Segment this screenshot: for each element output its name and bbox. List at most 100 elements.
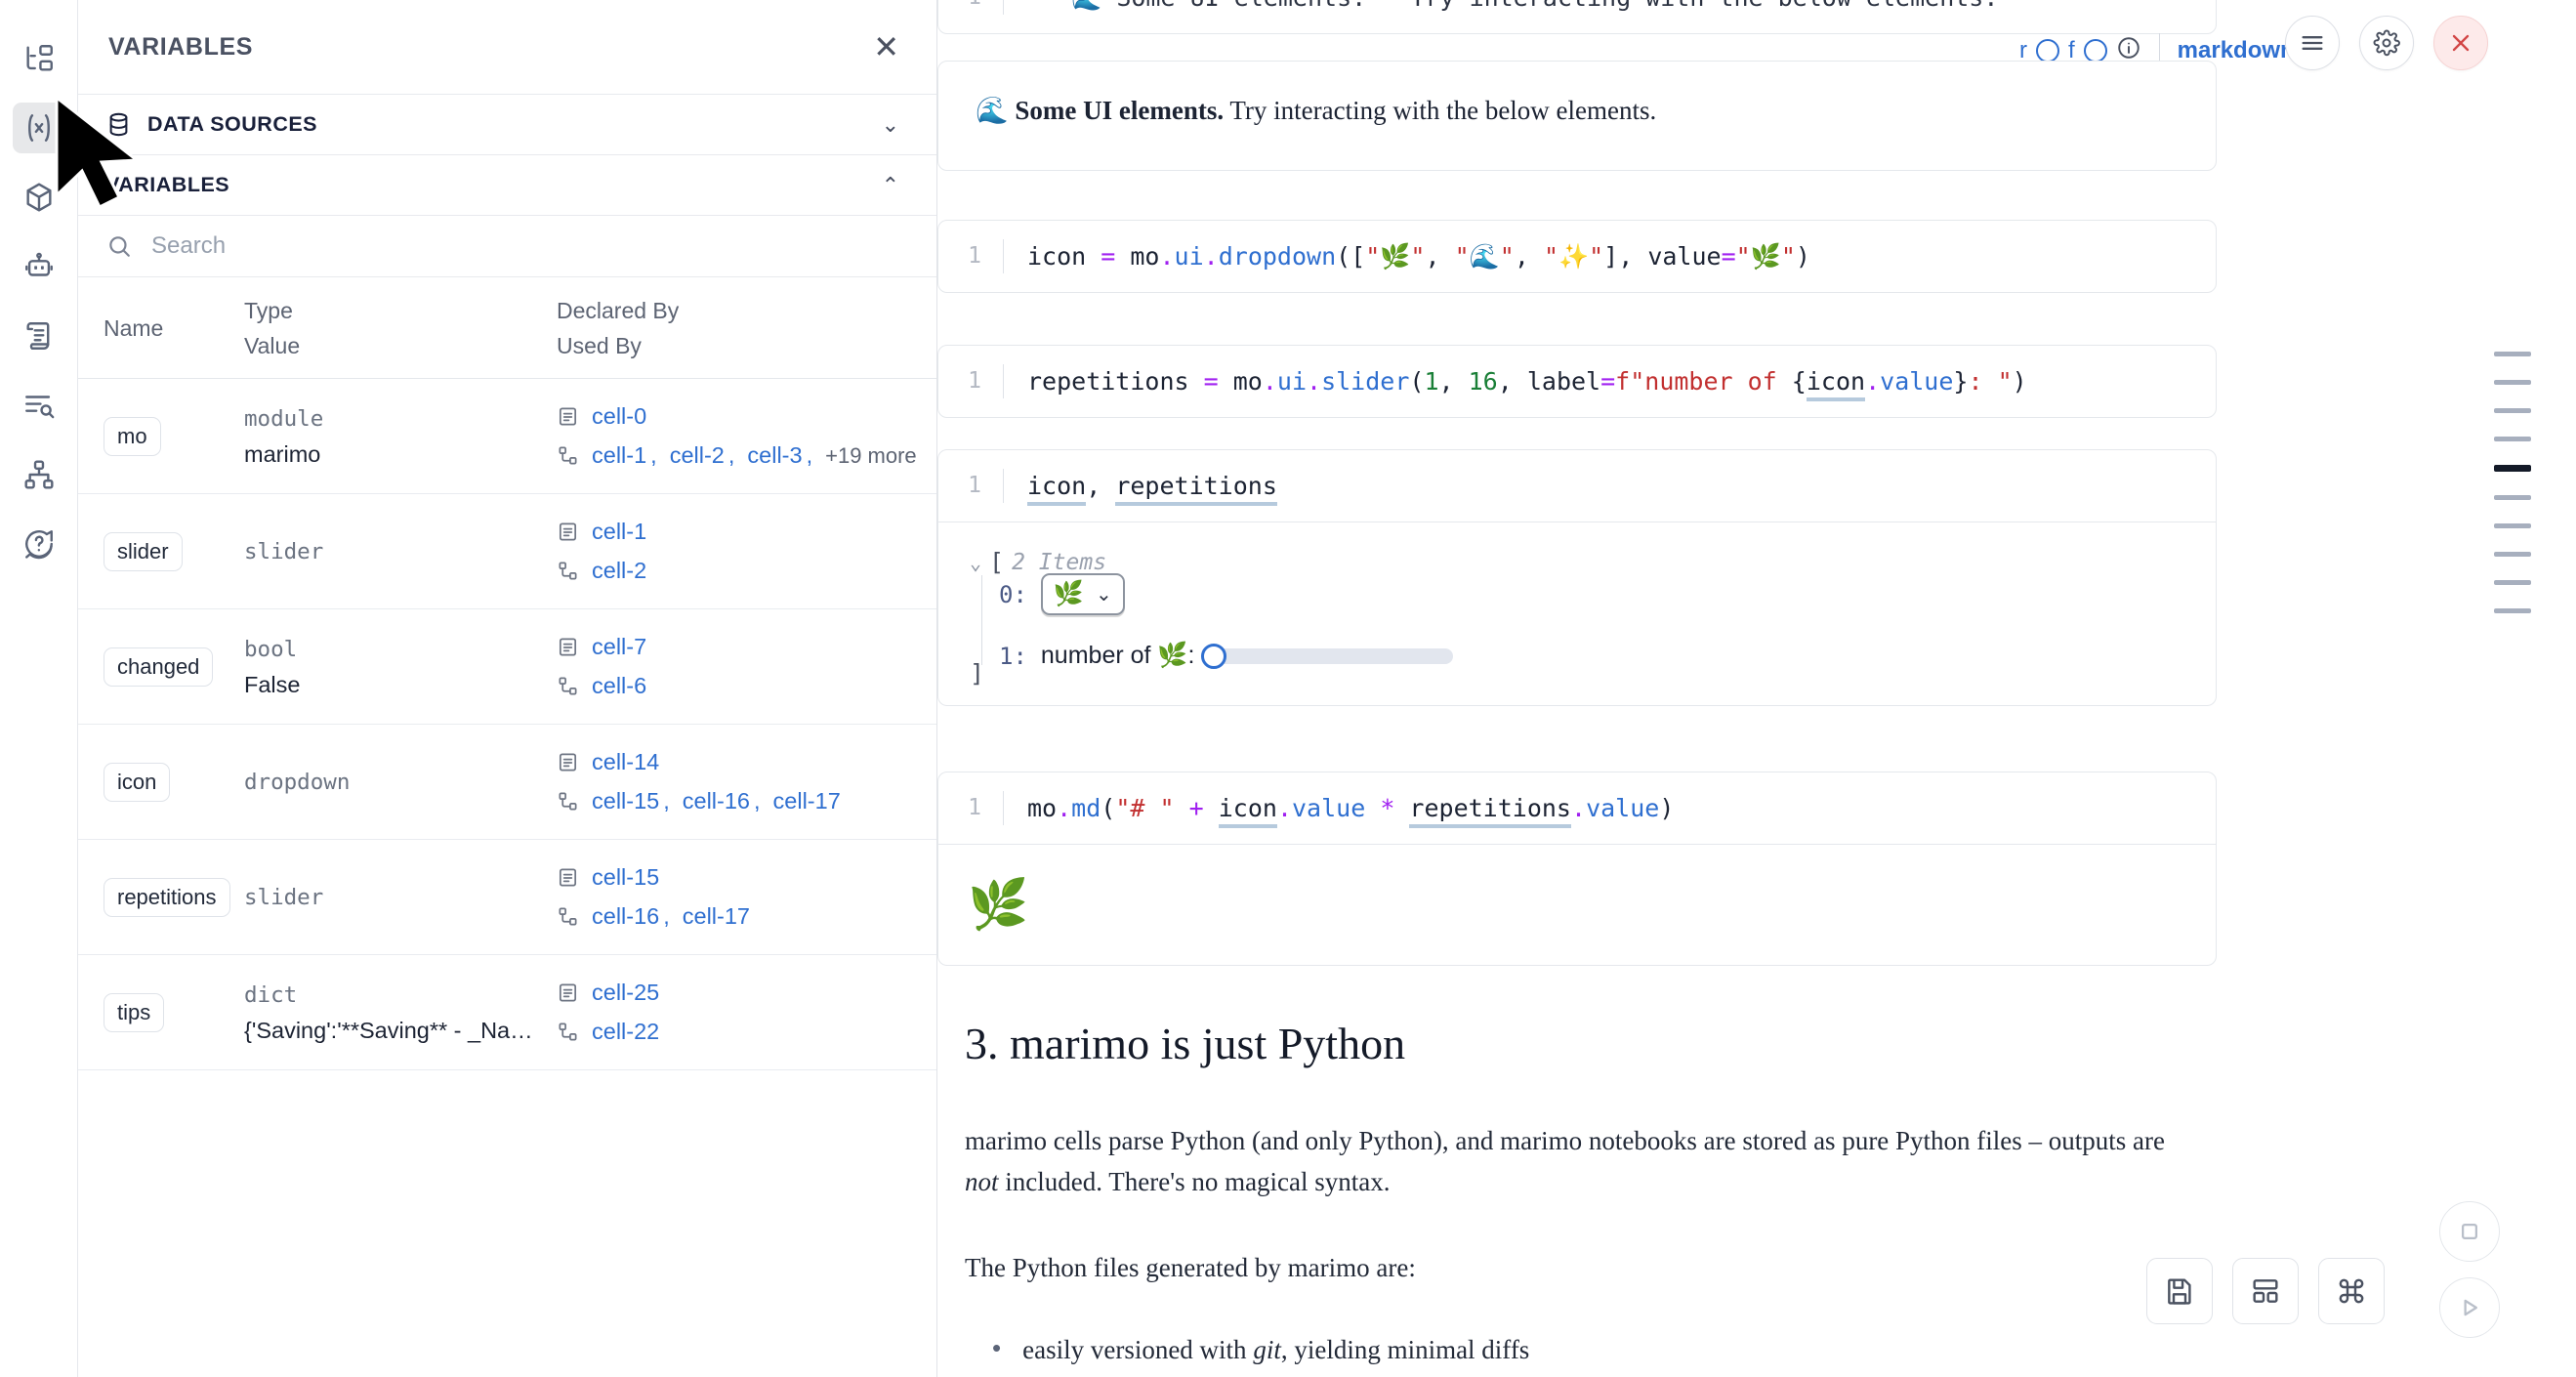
cell-reference-link[interactable]: cell-22	[592, 1018, 660, 1044]
close-panel-button[interactable]: ✕	[873, 29, 899, 64]
branch-icon	[559, 562, 577, 580]
database-icon	[109, 112, 128, 137]
badge-r-indicator[interactable]	[2036, 39, 2059, 63]
code-line[interactable]: 1 icon = mo.ui.dropdown(["🌿", "🌊", "✨"],…	[938, 221, 2216, 292]
line-number: 1	[938, 0, 1003, 14]
interrupt-button[interactable]	[2439, 1201, 2500, 1262]
minimap-bar[interactable]	[2494, 552, 2531, 557]
sidebar-item-dependency-graph[interactable]	[13, 449, 65, 500]
variable-name-pill[interactable]: repetitions	[104, 877, 230, 917]
cell-delete-button[interactable]	[2433, 16, 2488, 70]
cell-reference-link[interactable]: cell-17	[772, 787, 841, 814]
sidebar-item-variables[interactable]	[12, 103, 65, 153]
minimap-bar[interactable]	[2494, 495, 2531, 500]
variable-name-pill[interactable]: mo	[104, 416, 161, 456]
cell-language-label[interactable]: markdown	[2177, 37, 2295, 63]
variable-name-pill[interactable]: slider	[104, 531, 183, 571]
cell-reference-link[interactable]: cell-2	[592, 557, 647, 583]
code-line[interactable]: 1 repetitions = mo.ui.slider(1, 16, labe…	[938, 346, 2216, 417]
variable-name-pill[interactable]: icon	[104, 762, 171, 802]
cell-reference-link[interactable]: cell-3	[747, 441, 803, 468]
cell-reference-link[interactable]: cell-14	[592, 748, 660, 774]
search-input[interactable]	[151, 232, 907, 260]
cell-reference-link[interactable]: cell-16	[682, 787, 750, 814]
chevron-down-icon[interactable]: ⌄	[970, 550, 982, 574]
minimap-bar[interactable]	[2494, 608, 2531, 613]
minimap-bar[interactable]	[2494, 352, 2531, 356]
run-all-button[interactable]	[2439, 1277, 2500, 1338]
bullet1-emphasis: git	[1253, 1334, 1281, 1364]
close-bracket: ]	[970, 659, 985, 688]
code-line[interactable]: 1 mo.md("# " + icon.value * repetitions.…	[938, 772, 2216, 844]
section-variables[interactable]: VARIABLES ⌃	[78, 155, 936, 216]
minimap-bar[interactable]	[2494, 465, 2531, 472]
reference-separator: ,	[806, 441, 813, 468]
column-header-used-by: Used By	[557, 332, 642, 358]
sidebar-item-outline[interactable]	[13, 380, 65, 431]
column-header-declared-by: Declared By	[557, 298, 680, 323]
cell-reference-link[interactable]: cell-0	[592, 402, 647, 429]
section-data-sources[interactable]: DATA SOURCES ⌄	[78, 95, 936, 155]
variable-name-cell: mo	[78, 416, 244, 456]
sidebar-item-documentation[interactable]	[13, 311, 65, 361]
cell-settings-button[interactable]	[2359, 16, 2414, 70]
sidebar-item-packages[interactable]	[13, 172, 65, 223]
sidebar-item-ai-assistant[interactable]	[13, 241, 65, 292]
code-line[interactable]: 1 icon, repetitions	[938, 450, 2216, 522]
icon-dropdown[interactable]: 🌿 ⌄	[1040, 573, 1125, 615]
cell-reference-link[interactable]: cell-1	[592, 518, 647, 544]
reference-separator: ,	[663, 787, 670, 814]
cell-reference-link[interactable]: cell-7	[592, 633, 647, 659]
code-text: "**🌊 Some UI elements.** Try interacting…	[1003, 0, 1998, 15]
cell-reference-link[interactable]: cell-2	[669, 441, 725, 468]
layout-button[interactable]	[2232, 1258, 2299, 1324]
list-output-header[interactable]: ⌄ [ 2 Items	[970, 548, 1106, 576]
minimap-bar[interactable]	[2494, 408, 2531, 413]
minimap-bar[interactable]	[2494, 380, 2531, 385]
minimap-bar[interactable]	[2494, 580, 2531, 585]
declared-by-line: cell-14	[557, 743, 923, 782]
used-by-line: cell-15,cell-16,cell-17	[557, 782, 923, 821]
more-references-label[interactable]: +19 more	[825, 443, 917, 469]
cell-reference-link[interactable]: cell-15	[592, 787, 660, 814]
markdown-rest-text: Try interacting with the below elements.	[1224, 96, 1657, 125]
declared-by-line: cell-1	[557, 513, 923, 552]
cell-menu-button[interactable]	[2285, 16, 2340, 70]
sidebar-item-help[interactable]	[13, 519, 65, 569]
minimap-bar[interactable]	[2494, 523, 2531, 528]
declared-by-line: cell-0	[557, 397, 923, 437]
cell-reference-link[interactable]: cell-15	[592, 863, 660, 890]
variable-name-pill[interactable]: changed	[104, 647, 214, 687]
info-icon[interactable]	[2116, 35, 2141, 67]
chevron-down-icon[interactable]: ⌄	[881, 111, 899, 137]
code-line[interactable]: 1 "**🌊 Some UI elements.** Try interacti…	[938, 0, 2216, 33]
minimap[interactable]	[2459, 352, 2566, 613]
repetitions-slider[interactable]	[1200, 643, 1453, 669]
slider-thumb[interactable]	[1200, 643, 1226, 669]
variable-name-pill[interactable]: tips	[104, 992, 165, 1032]
cell-reference-link[interactable]: cell-16	[592, 902, 660, 929]
cell-reference-link[interactable]: cell-25	[592, 979, 660, 1005]
sidebar-item-file-explorer[interactable]	[13, 33, 65, 84]
command-palette-button[interactable]	[2318, 1258, 2385, 1324]
chevron-up-icon[interactable]: ⌃	[881, 172, 899, 197]
cell-reference-link[interactable]: cell-6	[592, 672, 647, 698]
markdown-emoji: 🌊	[976, 96, 1009, 125]
items-count-label: 2 Items	[1012, 549, 1107, 575]
search-icon	[109, 236, 130, 257]
cell-reference-link[interactable]: cell-17	[682, 902, 750, 929]
line-number: 1	[968, 243, 981, 270]
variable-value: False	[244, 671, 301, 697]
cell-markdown-output-container: 🌊 Some UI elements. Try interacting with…	[937, 61, 2217, 171]
badge-f-indicator[interactable]	[2083, 39, 2107, 63]
used-by-line: cell-1,cell-2,cell-3,+19 more	[557, 437, 923, 476]
run-controls	[2439, 1201, 2500, 1338]
close-x-icon	[2452, 34, 2470, 52]
branch-icon	[559, 907, 577, 926]
save-notebook-button[interactable]	[2146, 1258, 2213, 1324]
cell-reference-link[interactable]: cell-1	[592, 441, 647, 468]
minimap-bar[interactable]	[2494, 437, 2531, 441]
gear-icon	[2373, 29, 2400, 57]
